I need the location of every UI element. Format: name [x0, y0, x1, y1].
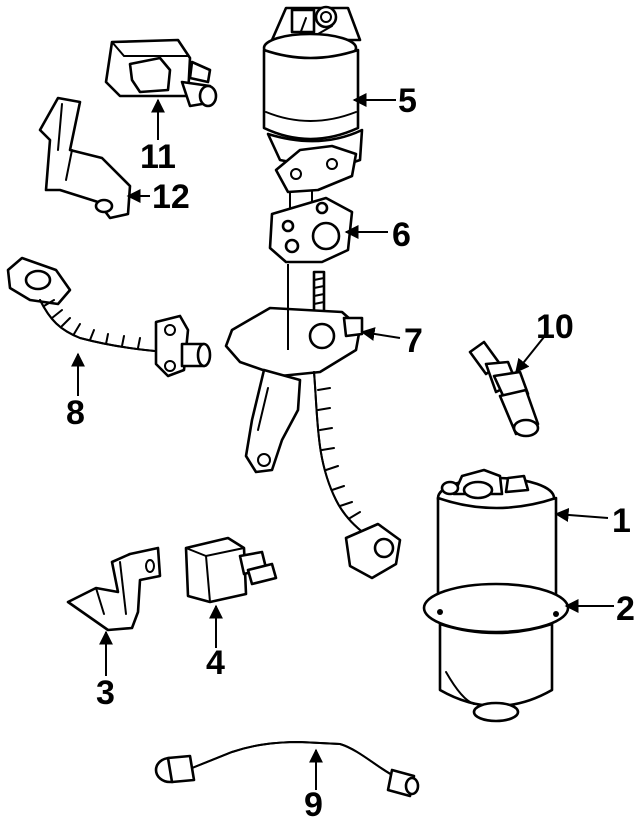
part-4-solenoid[interactable]	[184, 536, 278, 604]
callout-10: 10	[536, 308, 574, 346]
callout-2: 2	[616, 590, 635, 628]
callout-12: 12	[152, 178, 190, 216]
callout-5: 5	[398, 82, 417, 120]
callout-9: 9	[304, 786, 323, 819]
part-8-pipe[interactable]	[6, 256, 212, 378]
callout-6: 6	[392, 216, 411, 254]
part-10-sensor[interactable]	[468, 340, 540, 438]
callout-1: 1	[612, 502, 631, 540]
part-11-solenoid[interactable]	[104, 38, 218, 108]
leader-lines	[71, 93, 614, 790]
part-1-canister-top[interactable]	[436, 468, 558, 613]
part-7-adapter[interactable]	[224, 264, 402, 580]
part-2-canister-base[interactable]	[422, 582, 570, 723]
callout-8: 8	[66, 394, 85, 432]
callout-4: 4	[206, 644, 225, 682]
callout-3: 3	[96, 674, 115, 712]
part-12-bracket[interactable]	[38, 96, 132, 220]
callout-7: 7	[404, 322, 423, 360]
part-3-bracket[interactable]	[66, 546, 162, 632]
part-9-pipe[interactable]	[154, 740, 420, 798]
callout-labels: 1 2 3 4 5 6 7 8 9 10 11 12	[66, 82, 635, 819]
part-5-egr-valve[interactable]	[262, 5, 364, 214]
part-6-gasket[interactable]	[268, 196, 354, 264]
callout-11: 11	[140, 138, 176, 176]
